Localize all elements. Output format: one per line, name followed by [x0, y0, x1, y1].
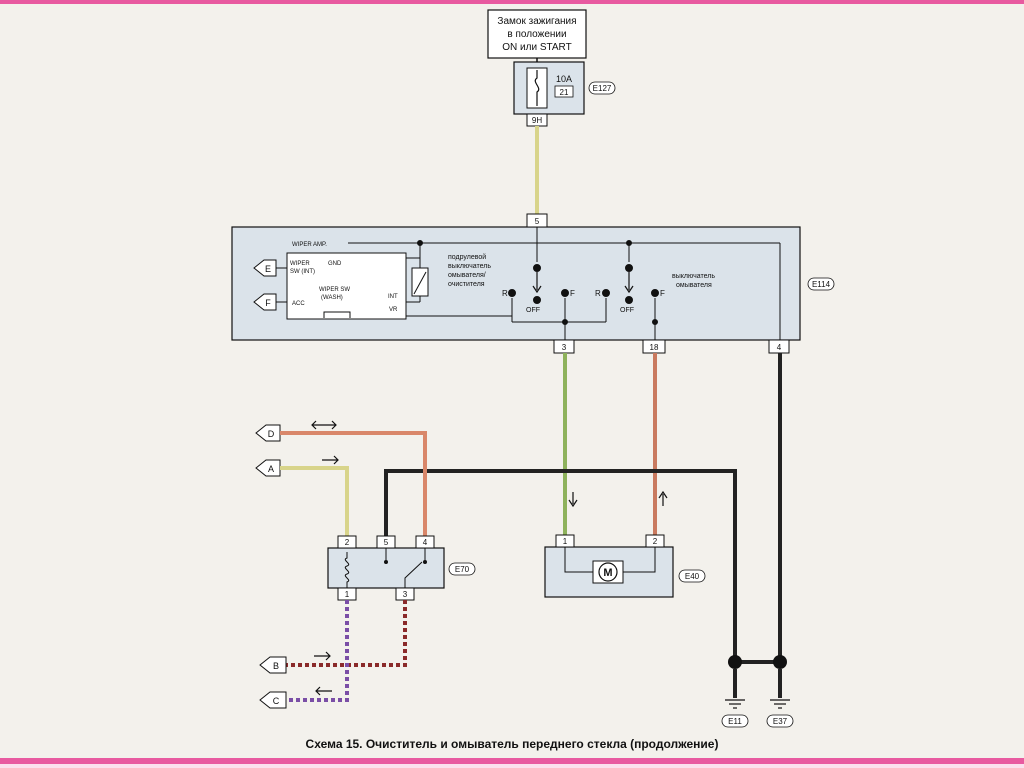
arrow-up-red: [658, 490, 668, 506]
offpage-b: B: [273, 661, 279, 671]
module-pin-4: 4: [777, 343, 782, 352]
wiper-sw-wash-2: (WASH): [321, 295, 343, 301]
fuse-box: [513, 61, 585, 115]
wire-c-purple: [286, 600, 349, 702]
arrow-down-green: [568, 492, 578, 508]
r2-label: R: [595, 289, 601, 298]
f1-label: F: [570, 289, 575, 298]
relay-pin-4: 4: [423, 538, 428, 547]
offpage-b-arrow: [259, 656, 287, 674]
offpage-a: A: [268, 464, 274, 474]
washer-label-2: омывателя: [676, 282, 712, 289]
relay-connector-tag: [448, 562, 476, 576]
ground-label-1: E11: [728, 717, 742, 726]
wash-switch: [323, 311, 351, 318]
wire-b-red-black: [286, 600, 407, 667]
fuse-rating: 10A: [556, 74, 572, 84]
relay-contact-dot-2: [423, 560, 427, 564]
ground-tag-2: [766, 714, 794, 728]
fuse-number: 21: [560, 88, 569, 97]
switch-label-3: омывателя/: [448, 272, 486, 279]
ground-tag-1: [721, 714, 749, 728]
fuse-element: [534, 70, 540, 106]
motor-connector: E40: [685, 572, 700, 581]
bottom-border: [0, 758, 1024, 764]
fuse-pin: 9H: [532, 116, 542, 125]
off2-label: OFF: [620, 307, 634, 314]
wire-black-relay: [384, 469, 737, 662]
ground-node-1: [728, 655, 742, 669]
relay-pin-1: 1: [345, 590, 350, 599]
motor-wiring: [564, 547, 656, 573]
ground-label-2: E37: [773, 717, 788, 726]
module-pin-18: 18: [650, 343, 659, 352]
f2-label: F: [660, 289, 665, 298]
module-connector: E114: [812, 280, 831, 289]
arrow-right-b: [314, 651, 331, 661]
relay-contact: [385, 548, 426, 588]
relay-coil: [344, 552, 350, 588]
relay-pin-2: 2: [345, 538, 350, 547]
motor-connector-tag: [678, 569, 706, 583]
vr-label: VR: [389, 307, 398, 313]
diagram-caption: Схема 15. Очиститель и омыватель передне…: [305, 737, 719, 751]
offpage-f: F: [265, 298, 271, 308]
offpage-c: C: [273, 696, 280, 706]
wire-d-salmon: [280, 431, 427, 538]
motor-pin-1: 1: [563, 537, 568, 546]
motor-pin-2: 2: [653, 537, 658, 546]
relay-pin-5: 5: [384, 538, 389, 547]
relay-connector: E70: [455, 565, 470, 574]
ground-icon-2: [770, 699, 790, 709]
motor-icon: [598, 562, 618, 582]
ground-icon-1: [725, 699, 745, 709]
wiper-amp-label: WIPER AMP.: [292, 242, 327, 248]
acc-label: ACC: [292, 301, 305, 307]
module-pin-5: 5: [535, 217, 540, 226]
fuse-connector-tag: [588, 81, 616, 95]
top-border: [0, 0, 1024, 4]
wiper-amp-box: [286, 252, 407, 320]
wiper-sw-int-1: WIPER: [290, 261, 310, 267]
r1-label: R: [502, 289, 508, 298]
switch-label-1: подрулевой: [448, 253, 486, 261]
int-label: INT: [388, 294, 398, 300]
bottom-border-light: [0, 764, 1024, 768]
relay-contact-dot-1: [384, 560, 388, 564]
gnd-label: GND: [328, 261, 342, 267]
motor-symbol: M: [603, 567, 612, 579]
switch-label-4: очистителя: [448, 281, 485, 288]
wire-a-yellow: [280, 466, 349, 538]
ignition-label-3: ON или START: [502, 42, 571, 53]
module-connector-tag: [807, 277, 835, 291]
module-pin-3: 3: [562, 343, 567, 352]
arrow-left-c: [315, 686, 332, 696]
fuse-number-box: [554, 85, 574, 98]
wiper-sw-wash-1: WIPER SW: [319, 287, 350, 293]
fuse-connector: E127: [593, 84, 612, 93]
switch-group-1: [417, 240, 659, 325]
offpage-c-arrow: [259, 691, 287, 709]
offpage-d: D: [268, 429, 275, 439]
off1-label: OFF: [526, 307, 540, 314]
offpage-e: E: [265, 264, 271, 274]
ground-node-2: [773, 655, 787, 669]
ignition-label-1: Замок зажигания: [497, 16, 576, 27]
washer-label-1: выключатель: [672, 273, 715, 280]
ignition-label-2: в положении: [507, 29, 566, 40]
wiper-sw-int-2: SW (INT): [290, 269, 315, 275]
arrow-bidirectional-d: [311, 420, 337, 430]
relay-pin-3: 3: [403, 590, 408, 599]
switch-label-2: выключатель: [448, 263, 491, 270]
switch-levers: [532, 272, 634, 294]
potentiometer-wiper: [413, 271, 427, 295]
arrow-right-a: [322, 455, 339, 465]
fuse-body: [526, 67, 548, 109]
